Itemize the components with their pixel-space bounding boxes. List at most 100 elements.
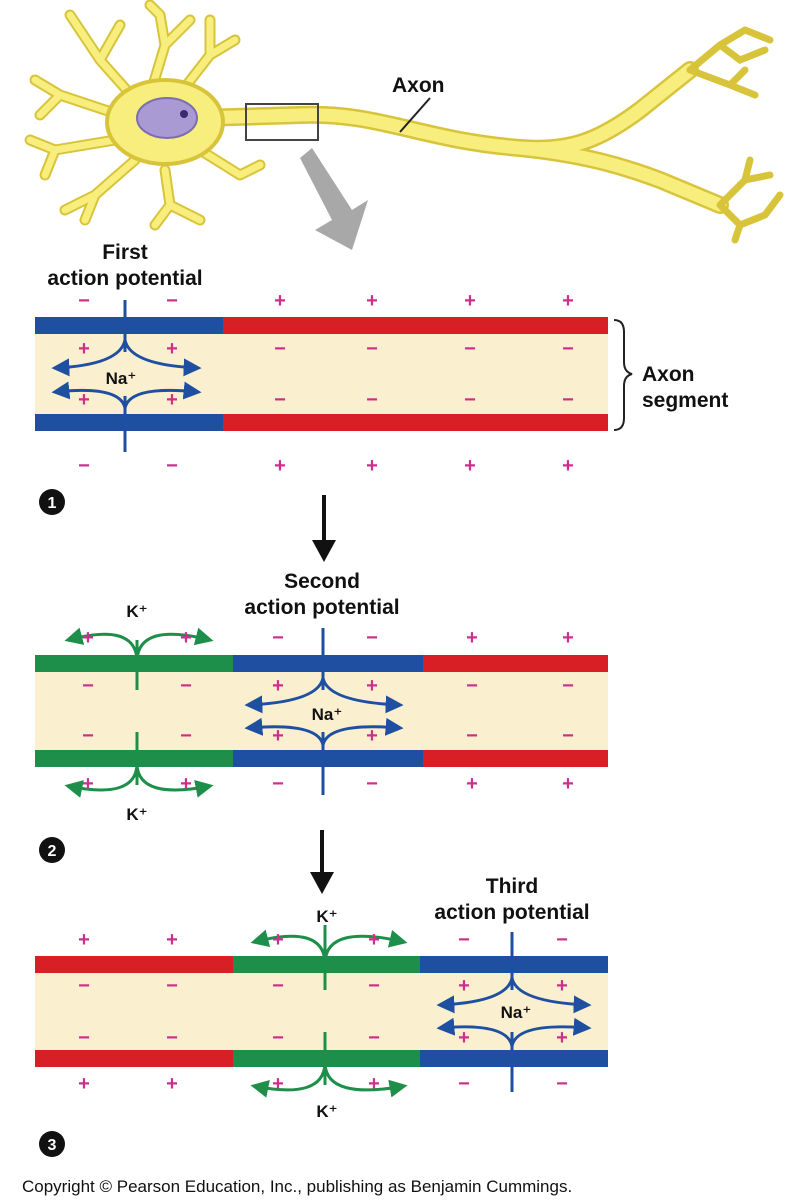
membrane-bottom-resting-1 — [223, 414, 608, 431]
charges-2: ++ −− ++ −− ++ −− −− ++ −− ++ −− ++ — [82, 627, 574, 795]
svg-text:−: − — [562, 675, 574, 697]
k-flow-arrows-2 — [64, 627, 214, 798]
charges-1: −− ++++ ++ −−−− ++ −−−− −− ++++ — [78, 290, 574, 477]
svg-text:−: − — [366, 338, 378, 360]
svg-text:+: + — [274, 290, 286, 312]
step-3-badge — [39, 1131, 65, 1157]
svg-text:+: + — [464, 290, 476, 312]
membrane-top-depolarized-2 — [233, 655, 423, 672]
svg-text:+: + — [272, 725, 284, 747]
svg-text:+: + — [368, 929, 380, 951]
svg-text:+: + — [166, 389, 178, 411]
svg-text:+: + — [272, 1073, 284, 1095]
svg-text:−: − — [466, 675, 478, 697]
axon-label-leader — [399, 97, 431, 133]
svg-text:+: + — [464, 455, 476, 477]
svg-text:+: + — [82, 627, 94, 649]
k-label-bottom-2: K⁺ — [126, 805, 147, 824]
svg-text:−: − — [166, 975, 178, 997]
svg-text:+: + — [78, 929, 90, 951]
membrane-top-depolarized-1 — [35, 317, 223, 334]
membrane-top-depolarized-3 — [420, 956, 608, 973]
svg-text:−: − — [274, 389, 286, 411]
svg-text:−: − — [166, 290, 178, 312]
membrane-top-repolarized-2 — [35, 655, 233, 672]
svg-text:−: − — [556, 1073, 568, 1095]
k-label-top-2: K⁺ — [126, 602, 147, 621]
svg-text:+: + — [556, 1027, 568, 1049]
svg-text:−: − — [464, 338, 476, 360]
svg-text:+: + — [366, 455, 378, 477]
svg-text:−: − — [272, 975, 284, 997]
k-flow-arrows-3 — [250, 929, 408, 1098]
svg-text:−: − — [166, 1027, 178, 1049]
membrane-bottom-depolarized-1 — [35, 414, 223, 431]
membrane-bottom-depolarized-2 — [233, 750, 423, 767]
svg-text:−: − — [166, 455, 178, 477]
step-2-number: 2 — [48, 843, 57, 860]
axon-segment-label-line2: segment — [642, 389, 728, 412]
zoom-box — [245, 103, 319, 141]
sequence-arrow-1 — [312, 495, 336, 562]
svg-text:−: − — [180, 725, 192, 747]
svg-text:+: + — [272, 675, 284, 697]
svg-text:+: + — [78, 389, 90, 411]
svg-text:−: − — [82, 725, 94, 747]
svg-text:−: − — [82, 675, 94, 697]
first-ap-label-line2: action potential — [47, 267, 202, 290]
na-flow-arrows-2 — [244, 677, 404, 746]
na-label-2: Na⁺ — [312, 705, 343, 724]
axon-segment-brace — [613, 319, 633, 431]
axon-terminals — [686, 26, 784, 244]
svg-text:+: + — [166, 338, 178, 360]
na-label-1: Na⁺ — [106, 369, 137, 388]
nucleus — [136, 97, 198, 139]
k-label-top-3: K⁺ — [316, 907, 337, 926]
copyright-notice: Copyright © Pearson Education, Inc., pub… — [22, 1177, 572, 1196]
membrane-bottom-resting-3 — [35, 1050, 233, 1067]
svg-text:−: − — [366, 627, 378, 649]
step-2-badge — [39, 837, 65, 863]
svg-text:+: + — [562, 290, 574, 312]
svg-text:+: + — [556, 975, 568, 997]
svg-text:−: − — [368, 1027, 380, 1049]
membrane-top-resting-1 — [223, 317, 608, 334]
membrane-top-resting-3 — [35, 956, 233, 973]
svg-text:−: − — [366, 389, 378, 411]
svg-text:+: + — [366, 675, 378, 697]
na-label-3: Na⁺ — [501, 1003, 532, 1022]
svg-text:+: + — [180, 627, 192, 649]
svg-text:+: + — [78, 338, 90, 360]
third-ap-label-line2: action potential — [434, 901, 589, 924]
svg-text:−: − — [562, 338, 574, 360]
second-ap-label-line2: action potential — [244, 596, 399, 619]
svg-text:+: + — [166, 929, 178, 951]
nucleolus — [180, 110, 188, 118]
svg-text:−: − — [562, 389, 574, 411]
svg-text:−: − — [366, 773, 378, 795]
svg-text:−: − — [274, 338, 286, 360]
svg-text:+: + — [368, 1073, 380, 1095]
axon-shape-fill — [193, 63, 727, 212]
membrane-bottom-repolarized-2 — [35, 750, 233, 767]
svg-text:−: − — [562, 725, 574, 747]
svg-text:+: + — [82, 773, 94, 795]
svg-text:−: − — [180, 675, 192, 697]
membrane-bottom-resting-2 — [423, 750, 608, 767]
step-1-number: 1 — [48, 495, 57, 512]
svg-text:+: + — [562, 773, 574, 795]
svg-text:+: + — [366, 290, 378, 312]
svg-text:−: − — [78, 1027, 90, 1049]
svg-text:−: − — [272, 773, 284, 795]
svg-text:+: + — [366, 725, 378, 747]
charges-3: ++ ++ −− −− −− ++ −− −− ++ ++ ++ −− — [78, 929, 568, 1095]
svg-text:−: − — [458, 1073, 470, 1095]
svg-text:−: − — [556, 929, 568, 951]
membrane-top-resting-2 — [423, 655, 608, 672]
axon-segment-label-line1: Axon — [642, 363, 695, 386]
third-ap-label-line1: Third — [486, 875, 539, 898]
svg-text:−: − — [466, 725, 478, 747]
svg-text:−: − — [272, 1027, 284, 1049]
svg-text:+: + — [272, 929, 284, 951]
